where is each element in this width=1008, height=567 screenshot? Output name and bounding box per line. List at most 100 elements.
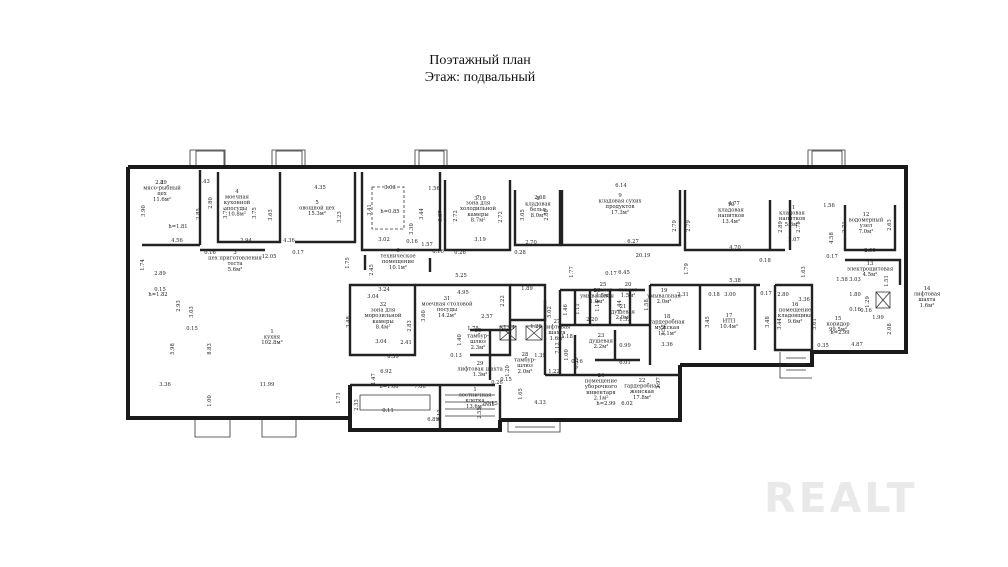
- dimension-label: 3.76: [223, 207, 229, 219]
- dimension-label: 3.61: [812, 318, 818, 330]
- dimension-label: 2.71: [842, 221, 848, 233]
- dimension-label: 4.56: [171, 238, 183, 244]
- dimension-label: 1.44: [617, 300, 623, 312]
- dimension-label: 0.35: [483, 402, 495, 408]
- dimension-label: 3.30: [409, 223, 415, 235]
- dimension-label: 1.57: [421, 242, 433, 248]
- dimension-label: 1.71: [336, 392, 342, 404]
- dimension-label: 0.17: [826, 254, 838, 260]
- dimension-label: 2.89: [154, 271, 166, 277]
- dimension-label: 6.14: [615, 183, 627, 189]
- dimension-label: 2.20: [586, 317, 598, 323]
- dimension-label: 1.04: [503, 325, 515, 331]
- dimension-label: 1.14: [595, 300, 601, 312]
- dimension-label: 2.75: [796, 221, 802, 233]
- dimension-label: 2.93: [176, 300, 182, 312]
- dimension-label: 2.80: [777, 292, 789, 298]
- dimension-label: 0.15: [500, 377, 512, 383]
- dimension-label: 5.98: [170, 343, 176, 355]
- dimension-label: 6.92: [380, 369, 392, 375]
- dimension-label: 3.03: [384, 185, 396, 191]
- dimension-label: 2.55: [477, 407, 483, 419]
- dimension-label: 2.80: [208, 197, 214, 209]
- dimension-label: 2.31: [677, 292, 689, 298]
- dimension-label: 0.99: [619, 343, 631, 349]
- dimension-label: 3.44: [419, 208, 425, 220]
- dimension-label: 1.58: [836, 277, 848, 283]
- dimension-label: 0.18: [708, 292, 720, 298]
- dimension-label: 2.08: [887, 323, 893, 335]
- dimension-label: h=1.60: [379, 384, 398, 390]
- dimension-label: 2.22: [500, 295, 506, 307]
- dimension-label: 0.26: [454, 250, 466, 256]
- dimension-label: 0.17: [760, 291, 772, 297]
- dimension-label: 1.56: [823, 203, 835, 209]
- dimension-label: 2.85: [196, 208, 202, 220]
- dimension-label: 3.02: [378, 237, 390, 243]
- dimension-label: 4.36: [283, 238, 295, 244]
- dimension-label: 8.39: [387, 354, 399, 360]
- dimension-label: 2.57: [481, 314, 493, 320]
- dimension-label: 1.39: [534, 353, 546, 359]
- dimension-label: 1.29: [865, 296, 871, 308]
- dimension-label: 2.97: [656, 377, 662, 389]
- dimension-label: 1.40: [457, 334, 463, 346]
- dimension-label: h=1.82: [148, 292, 167, 298]
- dimension-label: 2.72: [453, 210, 459, 222]
- dimension-label: 2.79: [686, 220, 692, 232]
- watermark-logo: REALT: [764, 474, 918, 522]
- dimension-label: 4.70: [729, 245, 741, 251]
- dimension-label: 0.28: [514, 250, 526, 256]
- dimension-label: 7.12: [555, 342, 561, 354]
- technical-pit: [371, 186, 405, 230]
- dimension-label: 0.17: [605, 271, 617, 277]
- dimension-label: 3.36: [159, 382, 171, 388]
- dimension-label: 2.79: [672, 220, 678, 232]
- dimension-label: 4.33: [534, 400, 546, 406]
- dimension-label: 3.03: [189, 306, 195, 318]
- dimension-label: 0.16: [406, 239, 418, 245]
- dimension-label: 0.35: [817, 343, 829, 349]
- dimension-label: 0.17: [292, 250, 304, 256]
- dimension-label: 1.63: [801, 266, 807, 278]
- dimension-label: 1.80: [849, 292, 861, 298]
- dimension-label: 1.00: [564, 349, 570, 361]
- dimension-label: 1.00: [207, 395, 213, 407]
- dimension-label: 0.26: [491, 380, 503, 386]
- dimension-label: 2.07: [788, 237, 800, 243]
- dimension-label: 2.80: [544, 209, 550, 221]
- elevator-shaft-14: [875, 291, 891, 309]
- dimension-label: 3.36: [661, 342, 673, 348]
- dimension-label: 9.13: [437, 409, 443, 421]
- dimension-label: 1.51: [884, 275, 890, 287]
- dimension-label: 11.99: [260, 382, 275, 388]
- dimension-label: 3.04: [367, 294, 379, 300]
- dimension-label: 8.83: [207, 343, 213, 355]
- dimension-label: 6.45: [618, 270, 630, 276]
- dimension-label: 1.11: [575, 303, 581, 315]
- dimension-label: 4.87: [851, 342, 863, 348]
